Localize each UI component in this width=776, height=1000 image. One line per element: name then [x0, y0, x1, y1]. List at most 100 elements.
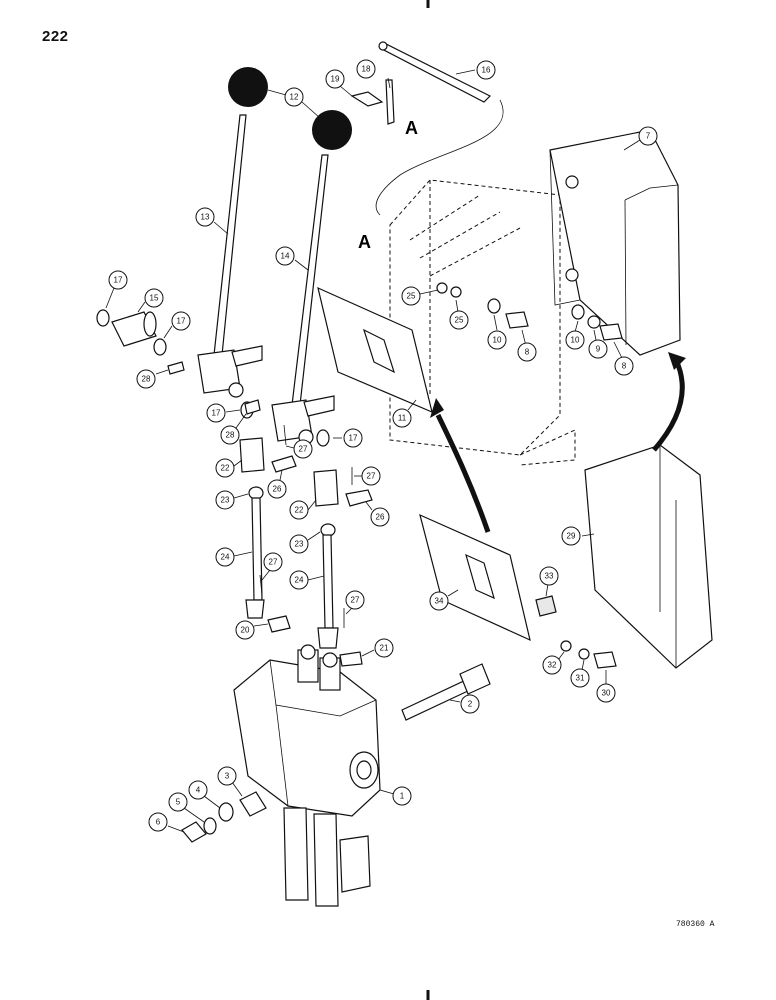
clip-18 [385, 79, 395, 125]
svg-text:8: 8 [525, 348, 530, 357]
bolt-8 [599, 323, 623, 341]
callout-22: 22 [215, 458, 235, 478]
svg-text:20: 20 [241, 626, 250, 635]
callout-30: 30 [596, 683, 616, 703]
callout-27: 27 [293, 439, 313, 459]
svg-text:6: 6 [156, 818, 161, 827]
svg-text:28: 28 [142, 375, 151, 384]
bushing-15 [111, 311, 157, 347]
callout-23: 23 [215, 490, 235, 510]
callout-4: 4 [188, 780, 208, 800]
nut-21 [450, 286, 462, 298]
lockwasher-5 [203, 817, 217, 835]
page-number: 222 [42, 28, 69, 45]
svg-text:21: 21 [380, 644, 389, 653]
set-screw-28 [244, 399, 261, 415]
bolt-8 [505, 311, 529, 329]
nut-6 [181, 821, 207, 843]
svg-text:23: 23 [221, 496, 230, 505]
washer-17 [96, 309, 110, 327]
svg-text:27: 27 [351, 596, 360, 605]
spacer-3 [239, 791, 267, 817]
washer-17 [153, 338, 167, 356]
svg-text:23: 23 [295, 540, 304, 549]
svg-text:12: 12 [290, 93, 299, 102]
svg-text:9: 9 [596, 345, 601, 354]
svg-text:17: 17 [177, 317, 186, 326]
clip-nut-33 [535, 595, 557, 617]
washer-10 [487, 298, 501, 314]
svg-text:27: 27 [269, 558, 278, 567]
mounting-bracket-dashed [389, 179, 576, 466]
callout-24: 24 [215, 547, 235, 567]
pin-25 [339, 651, 363, 667]
callout-27: 27 [361, 466, 381, 486]
control-knob [228, 67, 268, 107]
washer-20 [436, 282, 448, 294]
svg-text:31: 31 [576, 674, 585, 683]
washer-17 [316, 429, 330, 447]
svg-text:4: 4 [196, 786, 201, 795]
svg-text:17: 17 [349, 434, 358, 443]
svg-text:7: 7 [646, 132, 651, 141]
callout-3: 3 [217, 766, 237, 786]
svg-text:16: 16 [482, 66, 491, 75]
svg-text:17: 17 [212, 409, 221, 418]
washer-32 [560, 640, 572, 652]
assembly-arrow [652, 358, 685, 452]
svg-text:26: 26 [376, 513, 385, 522]
callout-6: 6 [148, 812, 168, 832]
callout-19: 19 [325, 69, 345, 89]
svg-text:24: 24 [221, 553, 230, 562]
callout-17: 17 [108, 270, 128, 290]
washer-4 [218, 802, 234, 822]
washer-10 [571, 304, 585, 320]
assembly-arrow [435, 413, 491, 533]
callout-28: 28 [136, 369, 156, 389]
svg-text:27: 27 [299, 445, 308, 454]
svg-text:10: 10 [493, 336, 502, 345]
callout-7: 7 [638, 126, 658, 146]
svg-text:30: 30 [602, 689, 611, 698]
callout-24: 24 [289, 570, 309, 590]
callout-12: 12 [284, 87, 304, 107]
cover-7 [549, 129, 681, 356]
callout-5: 5 [168, 792, 188, 812]
callout-8: 8 [614, 356, 634, 376]
pin-26 [345, 489, 373, 507]
linkage-left [239, 437, 265, 619]
callout-27: 27 [345, 590, 365, 610]
callout-26: 26 [370, 507, 390, 527]
callout-34: 34 [429, 591, 449, 611]
pin-16 [378, 41, 492, 103]
control-valve-1 [233, 644, 381, 907]
svg-text:3: 3 [225, 772, 230, 781]
lockwasher-31 [578, 648, 590, 660]
callout-10: 10 [565, 330, 585, 350]
callout-25: 20 [235, 620, 255, 640]
linkage-right [313, 469, 339, 649]
svg-text:10: 10 [571, 336, 580, 345]
callout-25: 21 [374, 638, 394, 658]
svg-text:13: 13 [201, 213, 210, 222]
control-lever-14 [271, 154, 335, 445]
callout-1: 1 [392, 786, 412, 806]
callout-18: 18 [356, 59, 376, 79]
svg-text:28: 28 [226, 431, 235, 440]
figure-code: 780360 A [676, 920, 715, 929]
callout-31: 31 [570, 668, 590, 688]
view-label-a: A [405, 118, 418, 138]
svg-text:8: 8 [622, 362, 627, 371]
svg-text:1: 1 [400, 792, 405, 801]
callout-16: 16 [476, 60, 496, 80]
svg-text:14: 14 [281, 252, 290, 261]
callout-11: 11 [392, 408, 412, 428]
callout-2: 2 [460, 694, 480, 714]
control-knob [312, 110, 352, 150]
callout-17: 17 [343, 428, 363, 448]
callout-32: 32 [542, 655, 562, 675]
svg-text:25: 25 [455, 316, 464, 325]
callout-9: 9 [588, 339, 608, 359]
callout-28: 28 [220, 425, 240, 445]
